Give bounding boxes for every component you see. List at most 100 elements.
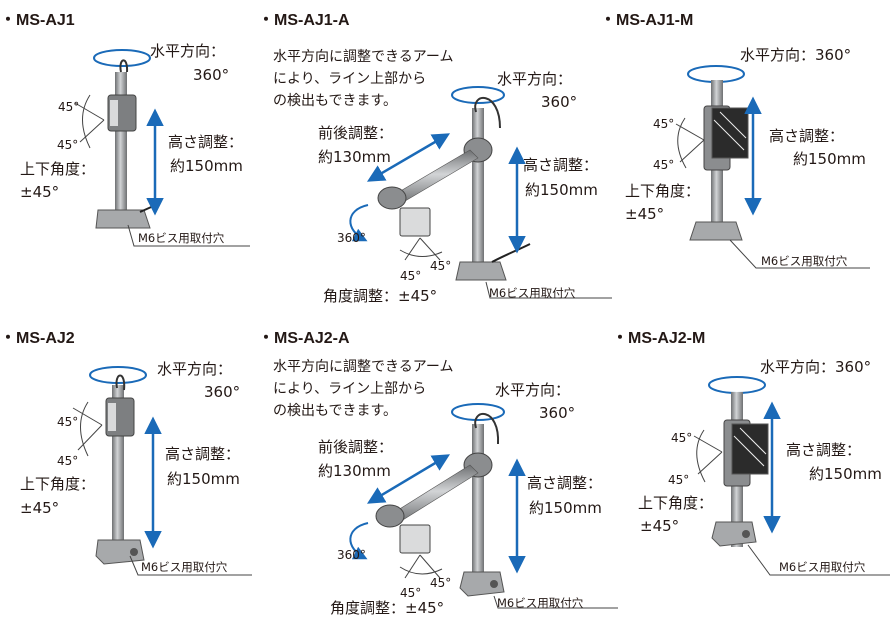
- angle-arc: [696, 429, 706, 483]
- horizontal-label: 水平方向：: [497, 70, 573, 88]
- height-value: 約150mm: [525, 181, 598, 199]
- front-back-arrow: [366, 133, 451, 182]
- front-back-value: 約130mm: [318, 148, 391, 166]
- angle-arc: [399, 566, 443, 575]
- arm-stand-illustration: [349, 403, 618, 609]
- tilt-value: ±45°: [625, 205, 665, 223]
- height-value: 約150mm: [529, 499, 602, 517]
- tilt-label: 上下角度：: [20, 160, 96, 178]
- angle-top: 45°: [57, 415, 79, 429]
- angle-adjust: 角度調整：±45°: [323, 287, 438, 305]
- tilt-value: ±45°: [20, 183, 60, 201]
- mirror-stand-illustration: [693, 376, 890, 576]
- leader-line: [127, 224, 250, 247]
- height-label: 高さ調整：: [165, 445, 241, 463]
- front-back-value: 約130mm: [318, 462, 391, 480]
- arm-note-2: により、ライン上部から: [273, 381, 427, 397]
- angle-top: 45°: [671, 431, 693, 445]
- angle-adjust: 角度調整：±45°: [330, 599, 445, 617]
- tilt-label: 上下角度：: [638, 494, 714, 512]
- leader-line: [129, 555, 252, 576]
- front-back-arrow: [366, 454, 451, 504]
- rotation-arrow: [89, 366, 147, 384]
- stand-illustration: [72, 366, 252, 576]
- horizontal-value: 360°: [539, 404, 576, 422]
- angle-top: 45°: [58, 100, 80, 114]
- mirror-stand-illustration: [675, 65, 870, 269]
- base-clamp: [95, 539, 145, 565]
- angle-bottom: 45°: [653, 158, 675, 172]
- horizontal-value: 360°: [204, 383, 241, 401]
- sensor-cable: [119, 59, 129, 73]
- height-value: 約150mm: [167, 470, 240, 488]
- horizontal-label: 水平方向：: [495, 381, 571, 399]
- mount-hole-label: M6ビス用取付穴: [138, 231, 225, 245]
- tilt-label: 上下角度：: [625, 182, 701, 200]
- height-label: 高さ調整：: [527, 474, 603, 492]
- angle-right: 45°: [430, 576, 452, 590]
- horizontal-text: 水平方向：360°: [740, 46, 852, 64]
- mount-hole-label: M6ビス用取付穴: [497, 596, 584, 610]
- mirror: [711, 107, 749, 159]
- base-mount: [455, 261, 507, 281]
- horizontal-value: 360°: [541, 93, 578, 111]
- sensor-head: [399, 207, 431, 237]
- sensor-cable: [115, 374, 126, 391]
- mount-hole-label: M6ビス用取付穴: [761, 254, 848, 268]
- horizontal-text: 水平方向：360°: [760, 358, 872, 376]
- base-mount: [689, 221, 743, 241]
- angle-bottom: 45°: [57, 138, 79, 152]
- panel-title: ・MS-AJ2-M: [612, 330, 706, 347]
- angle-bottom: 45°: [668, 473, 690, 487]
- leader-line: [493, 595, 618, 609]
- angle-arc: [80, 401, 89, 457]
- panel-title: ・MS-AJ1-A: [258, 12, 350, 29]
- panel-title: ・MS-AJ1-M: [600, 12, 694, 29]
- mount-hole-label: M6ビス用取付穴: [779, 560, 866, 574]
- height-label: 高さ調整：: [786, 441, 862, 459]
- angle-bottom: 45°: [57, 454, 79, 468]
- arm-note-2: により、ライン上部から: [273, 71, 427, 87]
- rotation-arrow: [93, 49, 151, 67]
- height-label: 高さ調整：: [168, 133, 244, 151]
- arm-stand-illustration: [349, 86, 612, 299]
- rotation-arrow: [708, 376, 766, 394]
- mount-hole-label: M6ビス用取付穴: [141, 560, 228, 574]
- tilt-value: ±45°: [640, 517, 680, 535]
- sensor-head: [399, 524, 431, 554]
- horizontal-label: 水平方向：: [157, 360, 233, 378]
- angle-arc: [677, 117, 687, 169]
- leader-line: [729, 239, 870, 269]
- arm-note-3: の検出もできます。: [273, 403, 398, 419]
- rotation-value: 360°: [337, 548, 366, 562]
- sensor-cable: [474, 97, 501, 129]
- rotation-arrow-small: [349, 522, 369, 560]
- rotation-arrow: [451, 403, 505, 421]
- tilt-label: 上下角度：: [20, 475, 96, 493]
- height-value: 約150mm: [170, 157, 243, 175]
- height-label: 高さ調整：: [523, 156, 599, 174]
- panel-title: ・MS-AJ2: [0, 330, 75, 347]
- angle-left: 45°: [400, 269, 422, 283]
- leader-line: [485, 281, 612, 299]
- arm-note-1: 水平方向に調整できるアーム: [273, 359, 454, 375]
- horizontal-label: 水平方向：: [150, 42, 226, 60]
- angle-right: 45°: [430, 259, 452, 273]
- height-label: 高さ調整：: [769, 127, 845, 145]
- rotation-arrow-small: [349, 204, 369, 242]
- front-back-label: 前後調整：: [318, 124, 394, 142]
- arm-note-3: の検出もできます。: [273, 93, 398, 109]
- height-value: 約150mm: [809, 465, 882, 483]
- rotation-arrow: [451, 86, 505, 104]
- arm-note-1: 水平方向に調整できるアーム: [273, 49, 454, 65]
- base-mount: [95, 209, 151, 229]
- rotation-value: 360°: [337, 231, 366, 245]
- angle-top: 45°: [653, 117, 675, 131]
- panel-title: ・MS-AJ1: [0, 12, 75, 29]
- angle-left: 45°: [400, 586, 422, 600]
- base-clamp: [711, 521, 757, 547]
- stand-illustration: [74, 49, 250, 247]
- tilt-value: ±45°: [20, 499, 60, 517]
- height-value: 約150mm: [793, 150, 866, 168]
- base-clamp: [459, 571, 505, 597]
